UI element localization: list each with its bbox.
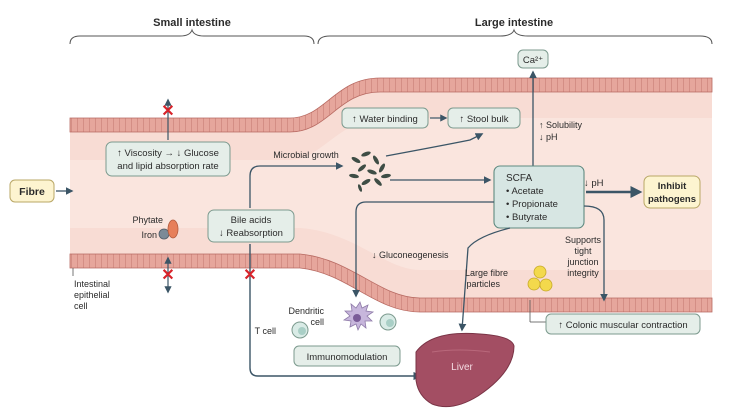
cross-icon: ✕ (243, 267, 256, 284)
mineral-barrier: ✕ (161, 256, 175, 294)
large-fibre-line-1: Large fibre (465, 268, 508, 278)
supports-line-2: tight (574, 246, 592, 256)
bacteria-to-stool-arrow (385, 133, 484, 157)
ph-small-label: ↓ pH (539, 132, 558, 142)
large-intestine-label: Large intestine (475, 17, 553, 29)
epithelial-label-3: cell (74, 301, 88, 311)
epithelial-label-1: Intestinal (74, 279, 110, 289)
scfa-to-dendritic-arrow (352, 201, 494, 298)
supports-line-3: junction (566, 257, 598, 267)
iron-label: Iron (141, 230, 157, 240)
epithelial-label-2: epithelial (74, 290, 110, 300)
fibre-box: Fibre (9, 179, 55, 203)
stool-bulk-label: ↑ Stool bulk (459, 114, 508, 125)
supports-line-1: Supports (565, 235, 602, 245)
scfa-to-liver-arrow (458, 227, 511, 332)
viscosity-line-2: and lipid absorption rate (117, 161, 218, 172)
scfa-item-acetate: • Acetate (506, 186, 544, 197)
colonic-contraction-box: ↑ Colonic muscular contraction (545, 313, 701, 335)
phytate-label: Phytate (132, 215, 163, 225)
calcium-label: Ca²⁺ (523, 55, 543, 66)
immunomodulation-box: Immunomodulation (293, 345, 401, 367)
immunomodulation-label: Immunomodulation (307, 352, 388, 363)
gluconeogenesis-label: ↓ Gluconeogenesis (372, 250, 449, 260)
t-cell-icon (291, 321, 309, 339)
bile-acids-box: Bile acids ↓ Reabsorption (207, 209, 295, 243)
small-intestine-label: Small intestine (153, 17, 231, 29)
immune-cell-icon (379, 313, 397, 331)
supports-line-4: integrity (567, 268, 599, 278)
tcell-label: T cell (255, 326, 276, 336)
viscosity-barrier: ✕ (161, 98, 175, 140)
bile-to-liver-arrow (249, 244, 422, 381)
scfa-box: SCFA • Acetate • Propionate • Butyrate (493, 165, 585, 229)
scfa-item-butyrate: • Butyrate (506, 212, 547, 223)
microbial-growth-label: Microbial growth (273, 150, 339, 160)
calcium-box: Ca²⁺ (517, 49, 549, 69)
viscosity-box: ↑ Viscosity → ↓ Glucose and lipid absorp… (105, 141, 231, 177)
scfa-item-propionate: • Propionate (506, 199, 558, 210)
fibre-label: Fibre (19, 186, 45, 198)
inhibit-line-2: pathogens (648, 194, 696, 205)
stool-bulk-box: ↑ Stool bulk (447, 107, 521, 129)
cross-icon: ✕ (161, 103, 174, 120)
dendritic-cell-icon (342, 301, 375, 332)
dendritic-line-1: Dendritic (288, 306, 324, 316)
water-binding-label: ↑ Water binding (352, 114, 418, 125)
solubility-label: ↑ Solubility (539, 120, 583, 130)
liver-label: Liver (451, 362, 473, 373)
small-intestine-brace: Small intestine (69, 17, 315, 45)
phytate-particle-icon (167, 219, 179, 239)
microbial-growth-arrow (249, 162, 344, 208)
bile-line-1: Bile acids (231, 215, 272, 226)
viscosity-line-1: ↑ Viscosity → ↓ Glucose (117, 148, 219, 159)
inhibit-line-1: Inhibit (658, 181, 687, 192)
scfa-title: SCFA (506, 173, 532, 184)
large-intestine-brace: Large intestine (317, 17, 713, 45)
ph-label: ↓ pH (584, 178, 604, 189)
top-epithelium (69, 77, 713, 133)
iron-particle-icon (158, 228, 170, 240)
scfa-to-junction-arrow (583, 205, 608, 302)
water-binding-box: ↑ Water binding (341, 107, 429, 129)
bottom-epithelium (69, 253, 713, 313)
bile-line-2: ↓ Reabsorption (219, 228, 283, 239)
inhibit-pathogens-box: Inhibit pathogens (643, 175, 701, 209)
large-fibre-particles-icon (527, 265, 553, 292)
gut-bacteria-icon (349, 151, 391, 192)
dendritic-line-2: cell (310, 317, 324, 327)
cross-icon: ✕ (161, 267, 174, 284)
large-fibre-line-2: particles (466, 279, 500, 289)
colonic-label: ↑ Colonic muscular contraction (558, 320, 687, 331)
